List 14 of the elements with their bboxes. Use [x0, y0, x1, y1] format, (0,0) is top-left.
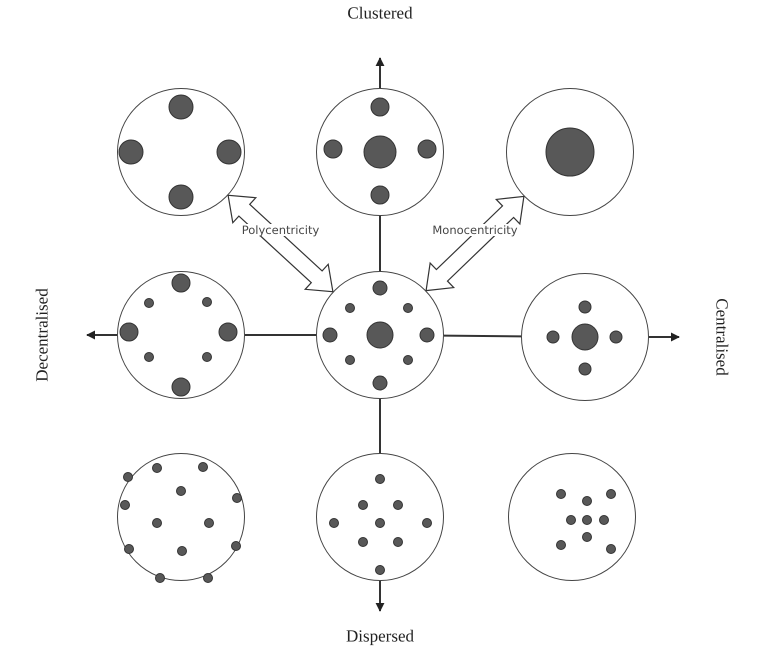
- axis-label: Dispersed: [346, 628, 414, 644]
- arrow: [376, 581, 384, 612]
- axis-line: [245, 334, 316, 336]
- edge-label: Polycentricity: [240, 224, 320, 236]
- axis-label: Centralised: [714, 298, 730, 376]
- axis-label: Decentralised: [34, 288, 50, 382]
- arrow: [376, 57, 384, 88]
- axis-line: [444, 334, 522, 338]
- axis-line: [379, 216, 381, 271]
- edge-label: Monocentricity: [431, 224, 519, 236]
- axis-line: [379, 399, 381, 453]
- arrow: [86, 330, 117, 340]
- axis-label: Clustered: [347, 4, 413, 22]
- arrow: [649, 332, 680, 342]
